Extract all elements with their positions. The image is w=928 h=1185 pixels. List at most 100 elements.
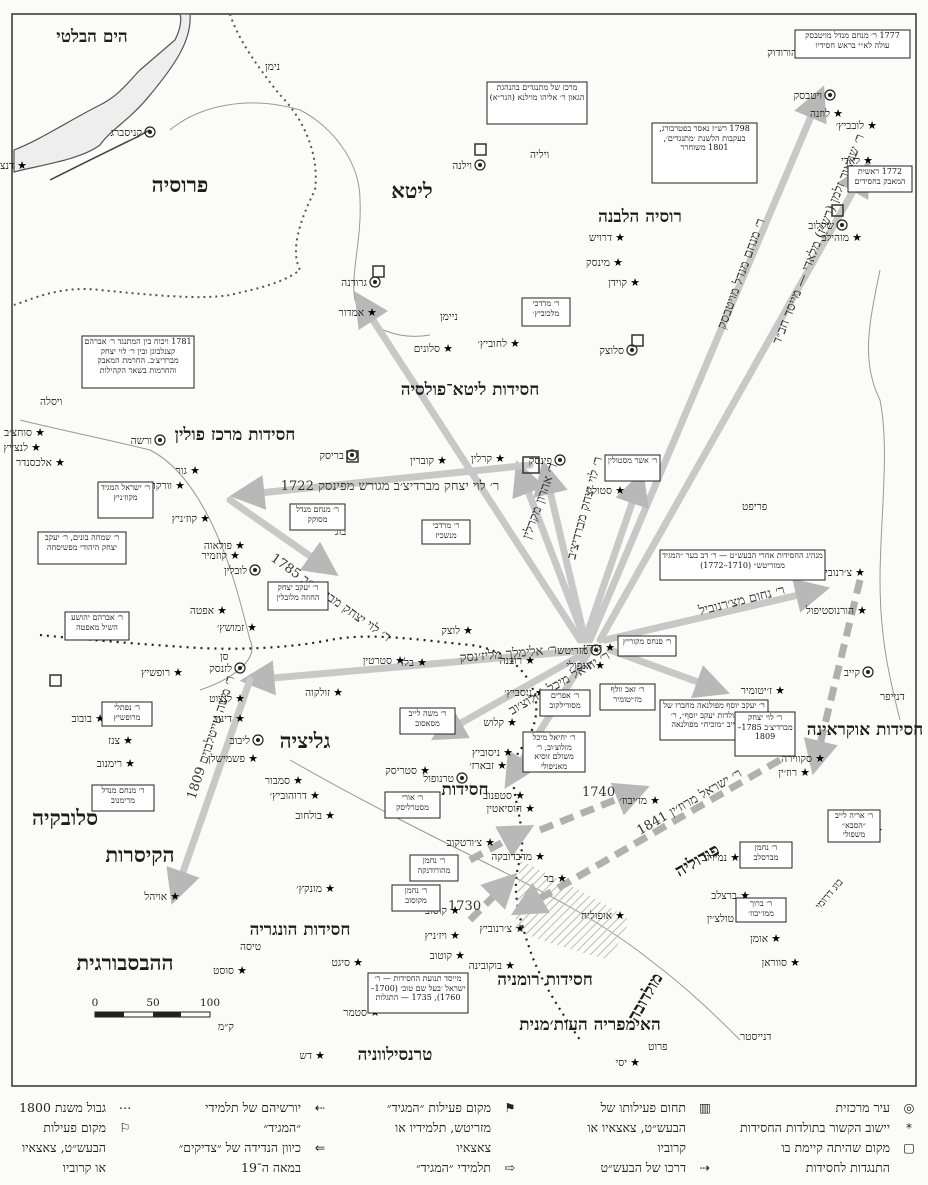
- city-59: ★סטרטין: [363, 654, 405, 667]
- city-label: אפטה: [190, 605, 214, 617]
- city-label: קייב: [844, 667, 861, 679]
- city-label: רופשיץ: [141, 667, 170, 679]
- opposition-markers: [49, 143, 844, 687]
- city-label: סווראן: [762, 957, 788, 969]
- city-2: ★דנציג: [0, 159, 27, 172]
- city-72: ★מדבדובקה: [491, 850, 545, 863]
- central-city-dot: [373, 280, 377, 284]
- route-besht-1: [468, 824, 535, 864]
- city-label: זמושץ׳: [217, 622, 244, 634]
- river-label-prut: פרוט: [648, 1041, 668, 1053]
- city-26: ★לנצ׳יץ: [4, 441, 42, 454]
- city-label: גרודנה: [341, 277, 367, 289]
- central-city-icon: [474, 159, 486, 171]
- map-legend: ◎עיר מרכזית *יישוב הקשור בתולדות החסידות…: [0, 1092, 928, 1185]
- city-label: ניסביץ׳: [504, 687, 532, 699]
- route-liadi: [596, 160, 871, 644]
- star-icon: ★: [353, 956, 363, 969]
- note-box: [827, 809, 881, 843]
- star-icon: ★: [557, 872, 567, 885]
- note-text: ר׳ יעקב יצחק החוזה מלובלין: [276, 583, 320, 602]
- star-icon: ★: [190, 464, 200, 477]
- star-icon: ★: [17, 159, 27, 172]
- city-29: ★וורקה: [150, 479, 185, 492]
- legend-besht-area: ▥תחום פעילותו של הבעש״ט, צאצאיו או קרובי…: [587, 1098, 718, 1158]
- city-label: צ׳רנוביל: [819, 567, 852, 579]
- region-hasidut-hungary: חסידות הונגריה: [250, 920, 351, 940]
- star-icon: ★: [503, 746, 513, 759]
- note-text: ר׳ משה לייב מסאסוב: [408, 709, 447, 728]
- city-label: מזריטש: [557, 645, 588, 657]
- note-box: [735, 897, 787, 923]
- city-label: סטפנוב: [483, 790, 512, 802]
- note-nachman-horodenka: ר׳ נחמן מהורודנקה: [409, 854, 459, 882]
- central-city-icon: [154, 434, 166, 446]
- star-icon: ★: [833, 107, 843, 120]
- star-icon: ★: [485, 836, 495, 849]
- route-ruzhin: [510, 756, 782, 916]
- note-liadi: 1772 ראשית המאבק בחסידים: [847, 165, 913, 193]
- note-text: ר׳ מרדכי מנשכיז: [432, 521, 460, 540]
- star-icon: ★: [235, 539, 245, 552]
- city-94: ★דש: [300, 1049, 326, 1062]
- note-text: ר׳ נחמן מברסלב: [753, 843, 779, 862]
- city-25: ★סוחצ׳ב: [4, 426, 45, 439]
- city-label: מוהילב: [821, 232, 849, 244]
- note-baruch: ר׳ ברוך ממז׳יבוז׳: [735, 897, 787, 923]
- note-vitebsk: 1777 ר׳ מנחם מנדל מויטבסק עולה לא״י בראש…: [794, 29, 911, 59]
- central-city-icon: [456, 772, 468, 784]
- central-city-icon: [144, 126, 156, 138]
- city-label: רוז׳ין: [778, 767, 797, 779]
- city-label: פינסק: [529, 455, 552, 467]
- city-64: ★בולחוב: [295, 809, 335, 822]
- note-text: מנהיג החסידות אחרי הבעש״ט — ר׳ דב בער ״ה…: [662, 551, 823, 570]
- city-label: מז׳יבוז׳: [620, 795, 647, 807]
- region-prussia: פרוסיה: [152, 172, 209, 197]
- city-85: ★בוקובינה: [469, 959, 515, 972]
- central-city-dot: [594, 648, 598, 652]
- city-9: שקלוב: [808, 219, 848, 232]
- arrow-icon: ⇨: [504, 1160, 516, 1175]
- city-label: קרלין: [471, 453, 492, 465]
- star-icon: ★: [450, 904, 460, 917]
- legend-maggid-place: ⚑מקום פעילות ״המגיד״ מזריטש, תלמידיו או …: [387, 1098, 523, 1158]
- city-label: לוזנה: [810, 108, 830, 120]
- square-icon: ▢: [903, 1140, 915, 1155]
- star-icon: ★: [455, 949, 465, 962]
- city-84: ★צ׳רנוביץ: [480, 922, 526, 935]
- note-text: ר׳ מרדכי מלכוביץ׳: [532, 299, 560, 318]
- star-icon: ★: [525, 802, 535, 815]
- note-menachem-lubavitch: ר׳ מנחם מנדל מסוקק: [289, 503, 346, 531]
- central-city-dot: [460, 776, 464, 780]
- note-text: ר׳ שמחה בונים, ר׳ יעקב יצחק היהודי מפשיס…: [44, 533, 120, 552]
- star-icon: ★: [200, 512, 210, 525]
- city-label: זבארז׳: [469, 760, 494, 772]
- city-label: ברצלב: [711, 890, 737, 902]
- city-label: סמבור: [265, 775, 290, 787]
- river-dnieper: [867, 269, 901, 721]
- city-92: ★קלוש: [483, 716, 517, 729]
- region-hasidut-polin: חסידות מרכז פולין: [175, 425, 296, 445]
- note-maggid: מנהיג החסידות אחרי הבעש״ט — ר׳ דב בער ״ה…: [659, 549, 826, 581]
- city-label: ויטבסק: [794, 90, 822, 102]
- river-dniester: [289, 759, 741, 1041]
- note-aryeh: ר׳ אריה לייב ״הסבא״ משפולי: [827, 809, 881, 843]
- city-label: לאדי: [841, 155, 860, 167]
- city-48: ★רוז׳ין: [778, 766, 810, 779]
- note-text: ר׳ נחמן מהורודנקה: [417, 856, 451, 875]
- city-label: אופוליה: [581, 910, 612, 922]
- city-42: ★ז׳יטומיר: [741, 684, 785, 697]
- note-box: [739, 841, 793, 869]
- region-hasidut-lita: חסידות ליטא־פולסיה: [401, 380, 540, 400]
- note-text: ר׳ אברהם יהושע השיל מאפטה: [71, 613, 123, 632]
- city-65: טרנופול: [422, 772, 468, 785]
- star-icon: ★: [237, 964, 247, 977]
- city-label: רובנה: [500, 655, 522, 667]
- region-lithuania: ליטא: [391, 178, 433, 203]
- double-arrow-icon: ⇐: [314, 1140, 326, 1155]
- flag-icon: ⚑: [504, 1100, 516, 1115]
- note-box: [486, 81, 588, 125]
- city-12: ★מינסק: [586, 256, 623, 269]
- note-box: [391, 884, 441, 912]
- note-box: [421, 519, 471, 545]
